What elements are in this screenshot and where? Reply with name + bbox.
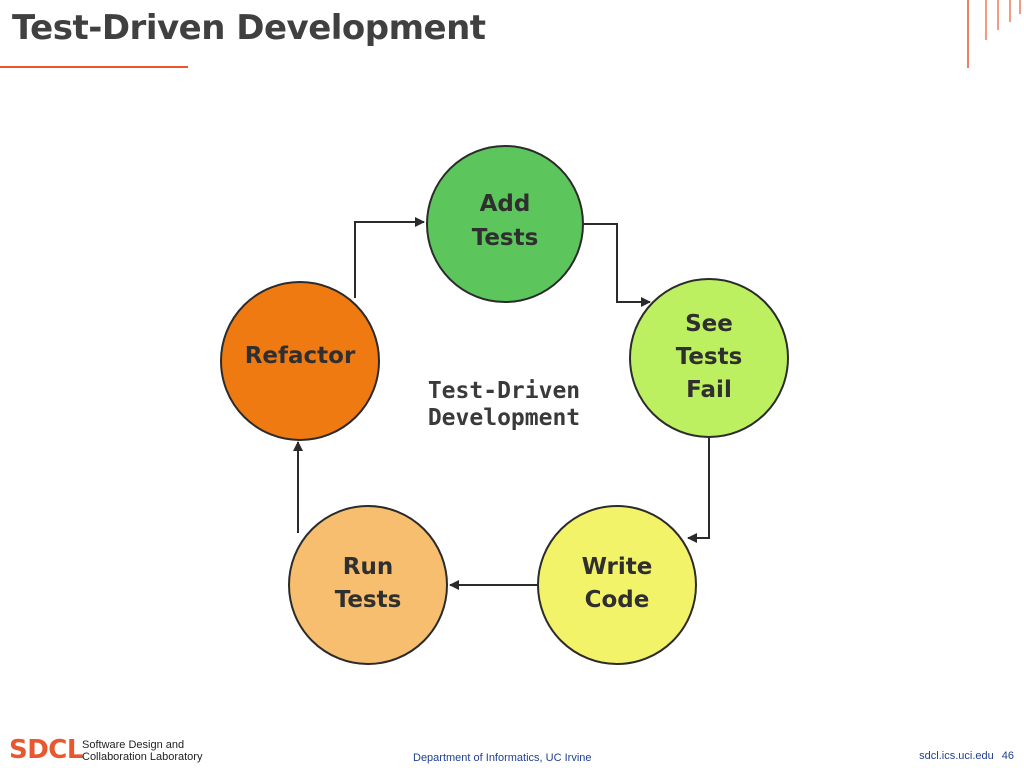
svg-text:Fail: Fail (686, 377, 732, 403)
svg-text:Run: Run (343, 554, 393, 580)
corner-decoration (967, 0, 1021, 68)
node-write-code: Write Code (537, 505, 697, 665)
svg-text:Tests: Tests (676, 344, 743, 370)
node-see-tests-fail: See Tests Fail (629, 278, 789, 438)
page-number: 46 (1001, 750, 1014, 762)
arrow-add-tests-to-see-tests-fail (584, 223, 651, 307)
lab-name-line2: Collaboration Laboratory (82, 751, 203, 763)
diagram-center-title: Test-Driven (428, 378, 580, 404)
svg-text:Tests: Tests (335, 587, 402, 613)
title-underline (0, 66, 188, 68)
slide-title: Test-Driven Development (12, 8, 486, 48)
svg-text:Code: Code (585, 587, 650, 613)
svg-text:Add: Add (480, 191, 531, 217)
svg-text:Tests: Tests (472, 225, 539, 251)
svg-text:Write: Write (582, 554, 653, 580)
node-run-tests: Run Tests (288, 505, 448, 665)
node-add-tests: Add Tests (426, 145, 584, 303)
footer-site-info: sdcl.ics.uci.edu 46 (919, 750, 1014, 762)
sdcl-logo: SDCL (9, 735, 83, 765)
arrow-refactor-to-add-tests (354, 217, 425, 298)
node-refactor: Refactor (220, 281, 380, 441)
svg-text:See: See (685, 311, 733, 337)
site-url: sdcl.ics.uci.edu (919, 750, 994, 762)
diagram-center-subtitle: Development (428, 405, 580, 431)
department-name: Department of Informatics, UC Irvine (413, 752, 592, 764)
lab-name: Software Design and Collaboration Labora… (82, 739, 202, 763)
arrow-see-tests-fail-to-write-code (687, 438, 710, 543)
svg-text:Refactor: Refactor (245, 343, 356, 369)
lab-name-line1: Software Design and (82, 739, 185, 751)
